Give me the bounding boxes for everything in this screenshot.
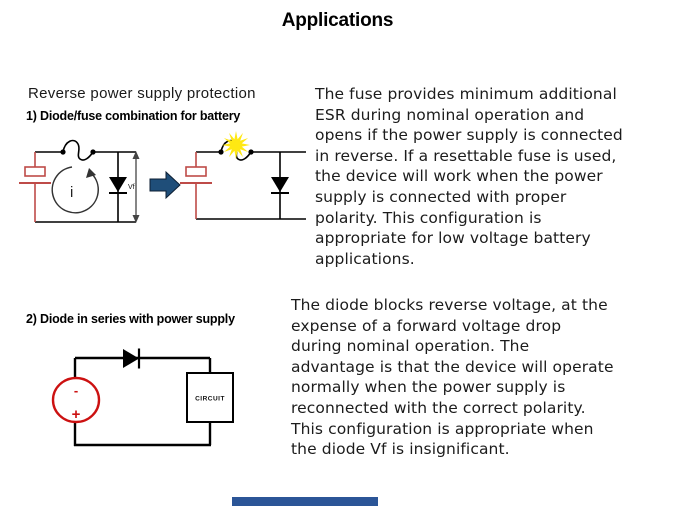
power-source-symbol: - +: [51, 376, 101, 424]
bottom-progress-bar: [232, 497, 378, 506]
vf-label: Vf: [128, 184, 135, 191]
plus-label: +: [72, 406, 81, 423]
section1-heading: 1) Diode/fuse combination for battery: [26, 109, 241, 123]
diode-fuse-diagram: Vf i: [19, 131, 306, 223]
circuit-load-box: CIRCUIT: [186, 372, 234, 423]
minus-label: -: [74, 383, 78, 398]
battery-symbol: [180, 152, 212, 219]
series-diode-diagram: - + CIRCUIT: [51, 348, 234, 447]
diode-symbol: [271, 152, 289, 219]
page-title: Applications: [281, 10, 394, 31]
vf-arrow: Vf: [128, 151, 140, 223]
battery-symbol: [19, 152, 51, 222]
paragraph-diode-explanation: The diode blocks reverse voltage, at the…: [291, 296, 614, 459]
current-loop-arrow: i: [51, 166, 99, 214]
circuit-after: [180, 131, 306, 220]
circuit-before: Vf i: [19, 139, 140, 223]
diode-symbol: [109, 152, 127, 222]
current-label: i: [70, 184, 73, 201]
circuit-box-label: CIRCUIT: [195, 396, 225, 403]
paragraph-fuse-explanation: The fuse provides minimum additional ESR…: [315, 85, 623, 268]
blown-fuse-spark-icon: [222, 131, 250, 159]
section2-heading: 2) Diode in series with power supply: [26, 312, 235, 326]
fuse-symbol: [60, 139, 96, 161]
series-diode-symbol: [123, 348, 141, 369]
subtitle-reverse-protection: Reverse power supply protection: [28, 85, 256, 102]
transition-arrow-icon: [149, 170, 181, 200]
